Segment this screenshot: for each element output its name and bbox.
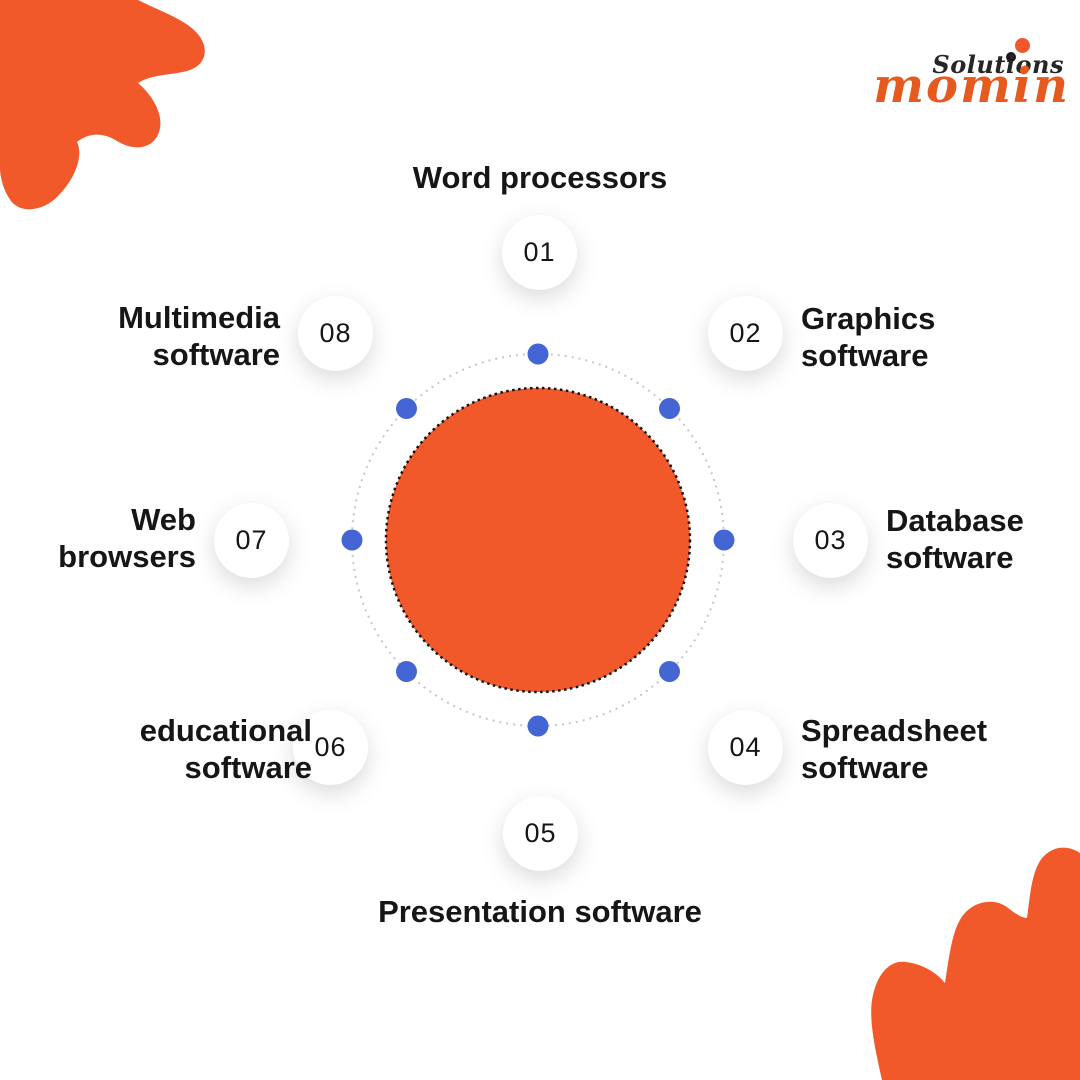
item-badge-05: 05: [503, 796, 578, 871]
orbit-dot: [659, 398, 680, 419]
item-label-multimedia-software: Multimedia software: [118, 300, 280, 372]
corner-splat-shape: [0, 0, 205, 210]
orbit-dot: [527, 343, 549, 365]
orbit-dot: [396, 398, 417, 419]
orbit-dot: [341, 529, 363, 551]
item-badge-01: 01: [502, 215, 577, 290]
item-badge-08: 08: [298, 296, 373, 371]
item-label-presentation-software: Presentation software: [378, 894, 702, 929]
center-circle: [384, 386, 692, 694]
orbit-dot: [527, 715, 549, 737]
item-badge-07: 07: [214, 503, 289, 578]
orbit-dot: [713, 529, 735, 551]
item-label-educational-software: educational software: [139, 713, 312, 785]
item-badge-06: 06: [293, 710, 368, 785]
logo-orange-dot-icon: [1015, 38, 1030, 53]
item-label-graphics-software: Graphics software: [801, 301, 936, 373]
logo-black-dot-icon: [1006, 52, 1016, 62]
item-label-web-browsers: Web browsers: [58, 502, 196, 574]
orbit-dot: [659, 661, 680, 682]
brand-logo: Solutions momin: [856, 34, 1070, 122]
item-label-spreadsheet-software: Spreadsheet software: [801, 713, 988, 785]
item-label-database-software: Database software: [886, 503, 1024, 575]
logo-name: momin: [873, 58, 1070, 114]
item-badge-04: 04: [708, 710, 783, 785]
orbit-diagram: [341, 343, 735, 737]
item-badge-02: 02: [708, 296, 783, 371]
logo-tagline: Solutions: [932, 50, 1064, 79]
orbit-dot: [396, 661, 417, 682]
item-badge-03: 03: [793, 503, 868, 578]
item-label-word-processors: Word processors: [412, 160, 668, 195]
corner-scallop-shape: [871, 847, 1080, 1080]
